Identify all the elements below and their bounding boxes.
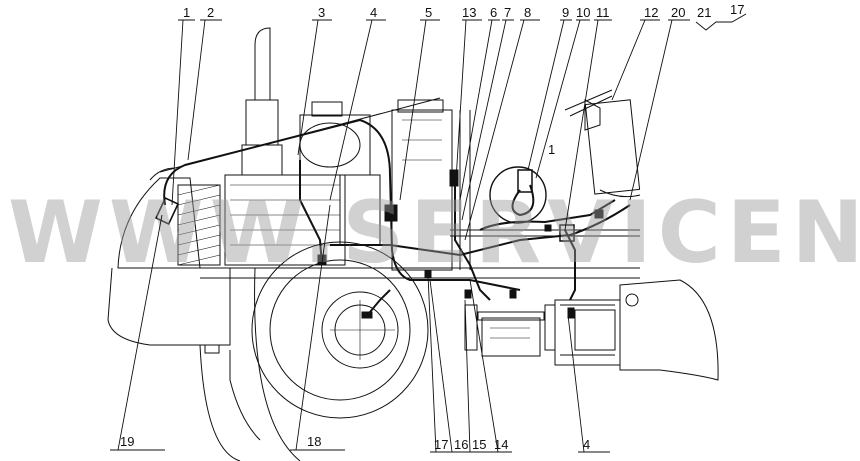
label-6: 6 — [490, 5, 497, 20]
label-15: 15 — [472, 437, 486, 452]
label-7: 7 — [504, 5, 511, 20]
bottom-labels: 19 18 17 16 15 14 4 — [120, 434, 590, 452]
hub-cap — [204, 344, 220, 354]
rear-tire-edge — [199, 344, 241, 461]
rear-tire-inner — [254, 267, 301, 461]
label-14: 14 — [494, 437, 508, 452]
label-2: 2 — [207, 5, 214, 20]
top-labels: 1 2 3 4 5 13 6 7 8 9 10 11 12 20 21 17 1 — [183, 2, 744, 157]
label-10: 10 — [576, 5, 590, 20]
label-11: 11 — [596, 5, 610, 20]
label-13: 13 — [462, 5, 476, 20]
label-21: 21 — [697, 5, 711, 20]
harness-connectors — [154, 169, 604, 319]
rear-wheel — [251, 241, 429, 419]
label-4-bottom: 4 — [583, 437, 590, 452]
fender-line — [229, 350, 261, 441]
label-17-bottom: 17 — [434, 437, 448, 452]
label-5: 5 — [425, 5, 432, 20]
label-4: 4 — [370, 5, 377, 20]
label-20: 20 — [671, 5, 685, 20]
label-18: 18 — [307, 434, 321, 449]
label-1: 1 — [183, 5, 190, 20]
top-leader-lines — [171, 13, 747, 241]
label-19: 19 — [120, 434, 134, 449]
label-12: 12 — [644, 5, 658, 20]
bottom-leader-lines — [110, 204, 610, 453]
label-8: 8 — [524, 5, 531, 20]
detail-inset-circle — [489, 166, 547, 224]
label-17-top: 17 — [730, 2, 744, 17]
label-3: 3 — [318, 5, 325, 20]
label-16: 16 — [454, 437, 468, 452]
inset-label-1: 1 — [548, 142, 555, 157]
label-9: 9 — [562, 5, 569, 20]
watermark-text: WWW.SERVICENTER — [8, 183, 860, 283]
